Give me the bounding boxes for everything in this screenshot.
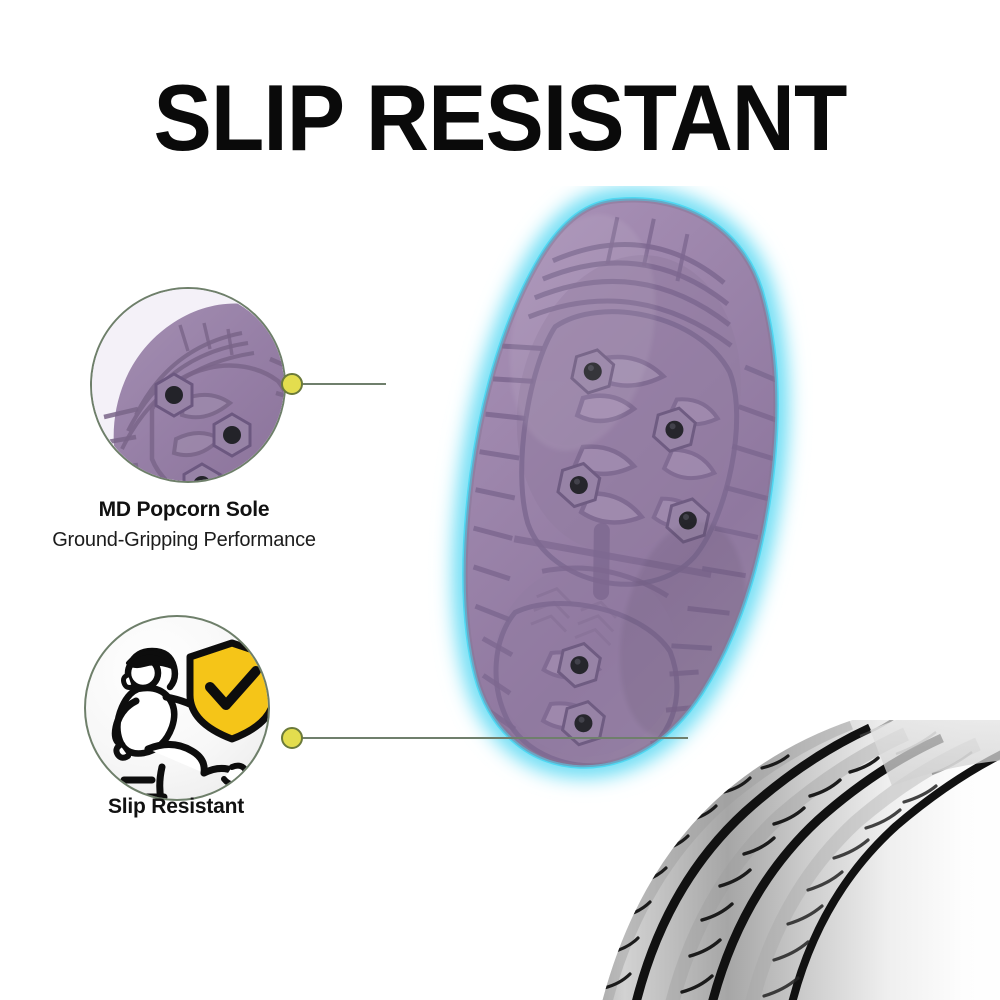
feature-caption-md-popcorn-sole: MD Popcorn Sole Ground-Gripping Performa… <box>0 498 368 552</box>
shoe-outsole-image <box>352 186 852 806</box>
feature-subtitle: Ground-Gripping Performance <box>52 529 316 551</box>
connector-line-md-popcorn-sole <box>300 383 386 385</box>
feature-circle-md-popcorn-sole <box>90 287 286 483</box>
connector-dot-slip-resistant <box>281 727 303 749</box>
feature-title: MD Popcorn Sole <box>98 498 270 521</box>
tire-tread-image <box>540 720 1000 1000</box>
feature-caption-slip-resistant: Slip Resistant <box>0 795 352 819</box>
person-slipping-with-shield-icon <box>108 639 268 799</box>
feature-title: Slip Resistant <box>107 795 245 818</box>
connector-dot-md-popcorn-sole <box>281 373 303 395</box>
feature-circle-slip-resistant <box>84 615 270 801</box>
connector-line-slip-resistant <box>300 737 688 739</box>
page-title: SLIP RESISTANT <box>153 65 848 170</box>
